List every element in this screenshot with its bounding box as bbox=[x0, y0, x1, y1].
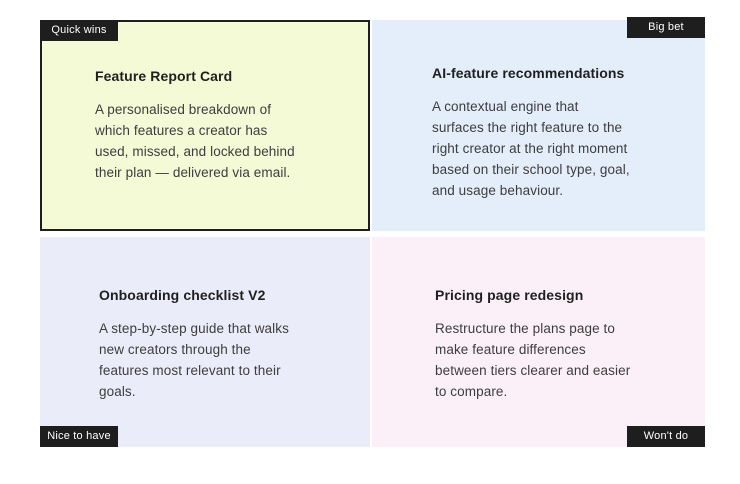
quadrant-label-big-bet: Big bet bbox=[627, 17, 705, 38]
card-nice-to-have: Nice to have Onboarding checklist V2 A s… bbox=[40, 237, 370, 447]
quadrant-label-quick-wins: Quick wins bbox=[40, 20, 118, 41]
card-description: Restructure the plans page to make featu… bbox=[435, 321, 631, 399]
card-big-bet: Big bet AI-feature recommendations A con… bbox=[372, 17, 705, 231]
card-description: A personalised breakdown of which featur… bbox=[95, 102, 295, 180]
card-title-ai-feature-recommendations: AI-feature recommendations bbox=[432, 65, 625, 81]
card-description: A contextual engine that surfaces the ri… bbox=[432, 99, 630, 198]
card-quick-wins: Quick wins Feature Report Card A persona… bbox=[40, 20, 370, 231]
quadrant-label-wont-do: Won't do bbox=[627, 426, 705, 447]
card-title-feature-report-card: Feature Report Card bbox=[95, 68, 233, 84]
card-description: A step-by-step guide that walks new crea… bbox=[99, 321, 289, 399]
quadrant-label-nice-to-have: Nice to have bbox=[40, 426, 118, 447]
card-title-onboarding-checklist-v2: Onboarding checklist V2 bbox=[99, 287, 266, 303]
card-title-pricing-page-redesign: Pricing page redesign bbox=[435, 287, 584, 303]
card-wont-do: Won't do Pricing page redesign Restructu… bbox=[372, 237, 705, 447]
